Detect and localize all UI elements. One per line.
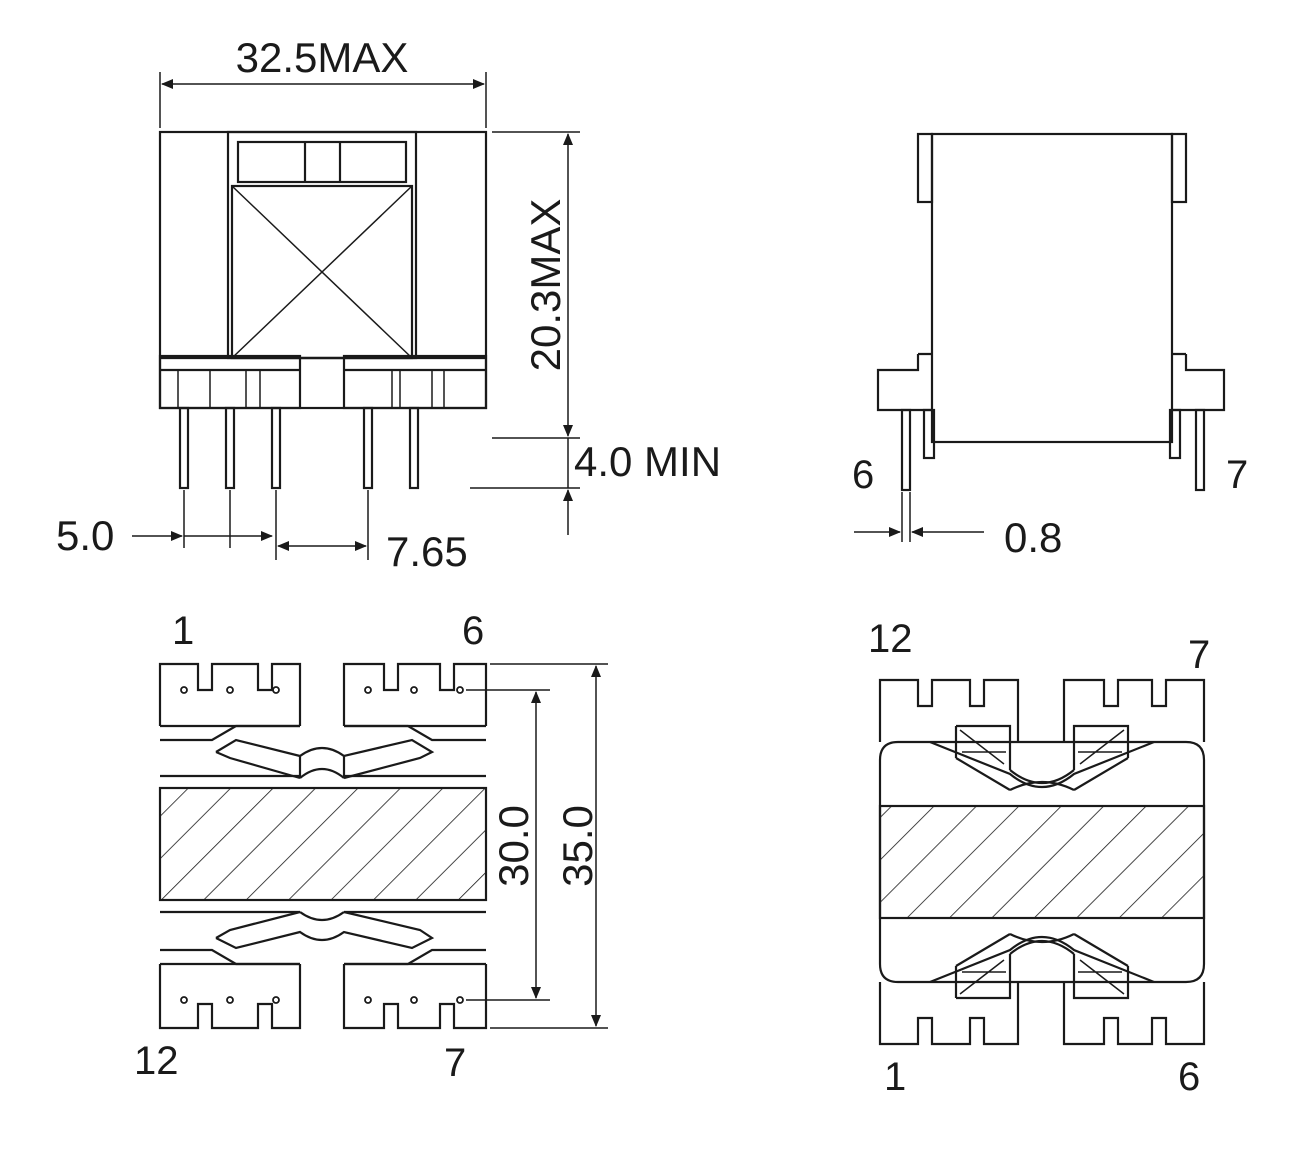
top-pin-6-label: 6 [1178, 1055, 1200, 1099]
side-view: 6 7 0.8 [852, 132, 1248, 561]
pin-pitch-label: 5.0 [56, 512, 114, 559]
pin-gap-label: 7.65 [386, 528, 468, 575]
pin-hole [410, 686, 418, 694]
pin-hole [364, 996, 372, 1004]
pin-hole [410, 996, 418, 1004]
pin-hole [226, 996, 234, 1004]
core-section [158, 786, 488, 902]
row-spacing-label: 30.0 [490, 805, 537, 887]
width-max-label: 32.5MAX [236, 34, 409, 81]
pin-hole [456, 686, 464, 694]
pin-hole [180, 996, 188, 1004]
pin-hole [272, 996, 280, 1004]
pin-hole [226, 686, 234, 694]
pin-hole [364, 686, 372, 694]
top-pin-12-label: 12 [868, 617, 913, 661]
top-body-outline [878, 740, 1206, 984]
top-pin-7-label: 7 [1188, 633, 1210, 677]
pin-hole [180, 686, 188, 694]
top-pin-1-label: 1 [884, 1055, 906, 1099]
side-pin-right [1194, 408, 1206, 492]
side-pin-left [900, 408, 912, 492]
side-pin-6-label: 6 [852, 453, 874, 497]
bottom-pin-7-label: 7 [444, 1041, 466, 1085]
top-view: 12 7 1 6 [868, 617, 1210, 1099]
front-pin [224, 406, 236, 490]
pin-diameter-label: 0.8 [1004, 514, 1062, 561]
top-core-section [878, 804, 1206, 920]
front-body-outline [158, 130, 488, 410]
body-depth-label: 35.0 [554, 805, 601, 887]
front-pin [178, 406, 190, 490]
bottom-view: 1 6 12 7 30.0 35.0 [134, 609, 608, 1085]
pin-length-label: 4.0 MIN [574, 438, 721, 485]
bottom-pin-1-label: 1 [172, 609, 194, 653]
pin-hole [272, 686, 280, 694]
height-max-label: 20.3MAX [522, 199, 569, 372]
side-body-outline [930, 132, 1174, 444]
front-pin [362, 406, 374, 490]
pin-hole [456, 996, 464, 1004]
front-view: 32.5MAX 20.3MAX 4.0 MIN 5.0 7.65 [56, 34, 721, 575]
bottom-pin-6-label: 6 [462, 609, 484, 653]
front-pin [408, 406, 420, 490]
bottom-pin-12-label: 12 [134, 1039, 179, 1083]
front-pin [270, 406, 282, 490]
side-pin-7-label: 7 [1226, 453, 1248, 497]
